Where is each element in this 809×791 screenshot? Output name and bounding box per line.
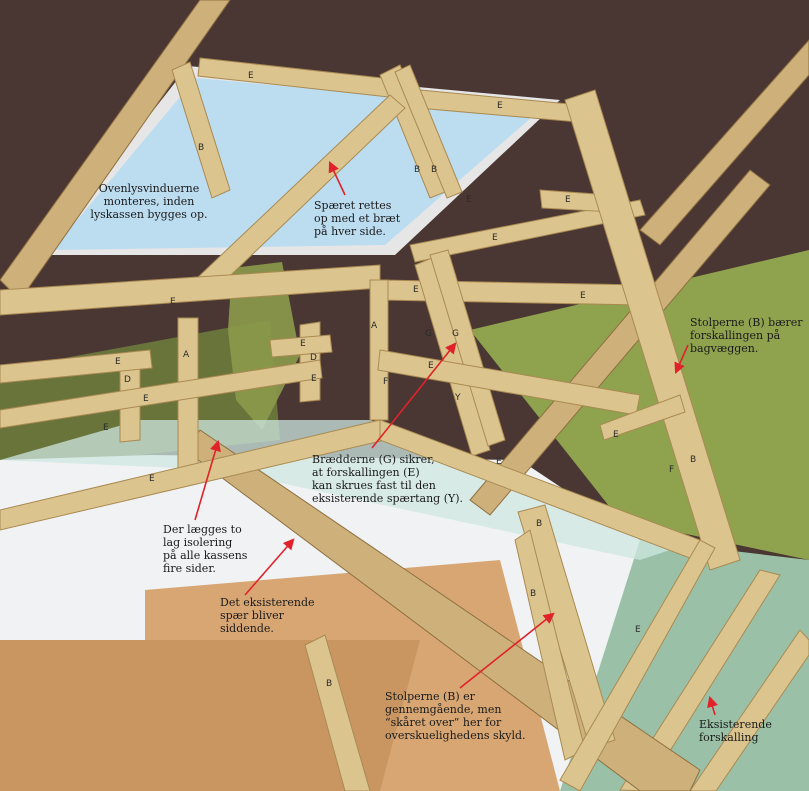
label-a-left: A xyxy=(183,350,190,360)
annotation-posts-carry: Stolperne (B) bærer forskallingen på bag… xyxy=(690,316,803,355)
arrow-posts-through xyxy=(459,612,555,689)
label-e-left-3: E xyxy=(103,423,109,433)
label-e-bottom-left: E xyxy=(149,474,155,484)
label-e-mid: E xyxy=(300,339,306,349)
label-e-horizontal-right: E xyxy=(413,285,419,295)
label-b-front-1: B xyxy=(536,519,542,529)
label-e-front-right: E xyxy=(635,625,641,635)
label-e-left-1: E xyxy=(115,357,121,367)
label-b-center-2: B xyxy=(431,165,437,175)
arrow-battens xyxy=(707,695,718,716)
member-labels: E E B B B E E E E E E A A G G E D E D E … xyxy=(103,71,696,689)
arrow-rafter xyxy=(328,160,346,196)
annotation-rafter-straightened: Spæret rettes op med et bræt på hver sid… xyxy=(314,199,401,238)
label-d-left: D xyxy=(124,375,131,385)
insulation-slope-right xyxy=(470,250,809,560)
label-f-center: F xyxy=(383,377,388,387)
label-y: Y xyxy=(454,393,461,403)
arrow-existing-rafter xyxy=(244,538,295,596)
label-e-bottom-right: E xyxy=(496,457,502,467)
label-e-rail: E xyxy=(428,361,434,371)
pointer-arrows xyxy=(194,160,718,716)
annotation-posts-through: Stolperne (B) er gennemgående, men “skår… xyxy=(385,690,526,742)
label-e-horizontal-left: E xyxy=(170,297,176,307)
arrow-insulation xyxy=(194,439,221,521)
label-b-top-left: B xyxy=(198,143,204,153)
label-e-slope-2: E xyxy=(565,195,571,205)
label-a-right: A xyxy=(371,321,378,331)
annotation-existing-battens: Eksisterende forskalling xyxy=(699,718,772,744)
label-e-top-left: E xyxy=(248,71,254,81)
label-g-2: G xyxy=(452,329,459,339)
annotation-skylight: Ovenlysvinduerne monteres, inden lyskass… xyxy=(90,182,208,221)
label-f-right: F xyxy=(669,465,674,475)
arrow-boards-g xyxy=(371,342,457,449)
label-e-right-2: E xyxy=(580,291,586,301)
label-b-front-3: B xyxy=(326,679,332,689)
label-b-front-2: B xyxy=(530,589,536,599)
label-b-right: B xyxy=(690,455,696,465)
annotation-boards-g: Brædderne (G) sikrer, at forskallingen (… xyxy=(312,453,464,505)
framing xyxy=(0,57,741,791)
label-g-1: G xyxy=(425,329,432,339)
label-e-slope-1: E xyxy=(466,195,472,205)
label-d-right: D xyxy=(310,353,317,363)
label-e-top-right: E xyxy=(497,101,503,111)
label-e-left-2: E xyxy=(143,394,149,404)
label-e-right-short: E xyxy=(613,430,619,440)
label-e-slope-3: E xyxy=(492,233,498,243)
label-e-short: E xyxy=(311,374,317,384)
annotation-existing-rafter: Det eksisterende spær bliver siddende. xyxy=(220,596,315,635)
annotation-insulation: Der lægges to lag isolering på alle kass… xyxy=(163,523,248,575)
arrow-posts-carry xyxy=(674,344,689,375)
label-b-center-1: B xyxy=(414,165,420,175)
